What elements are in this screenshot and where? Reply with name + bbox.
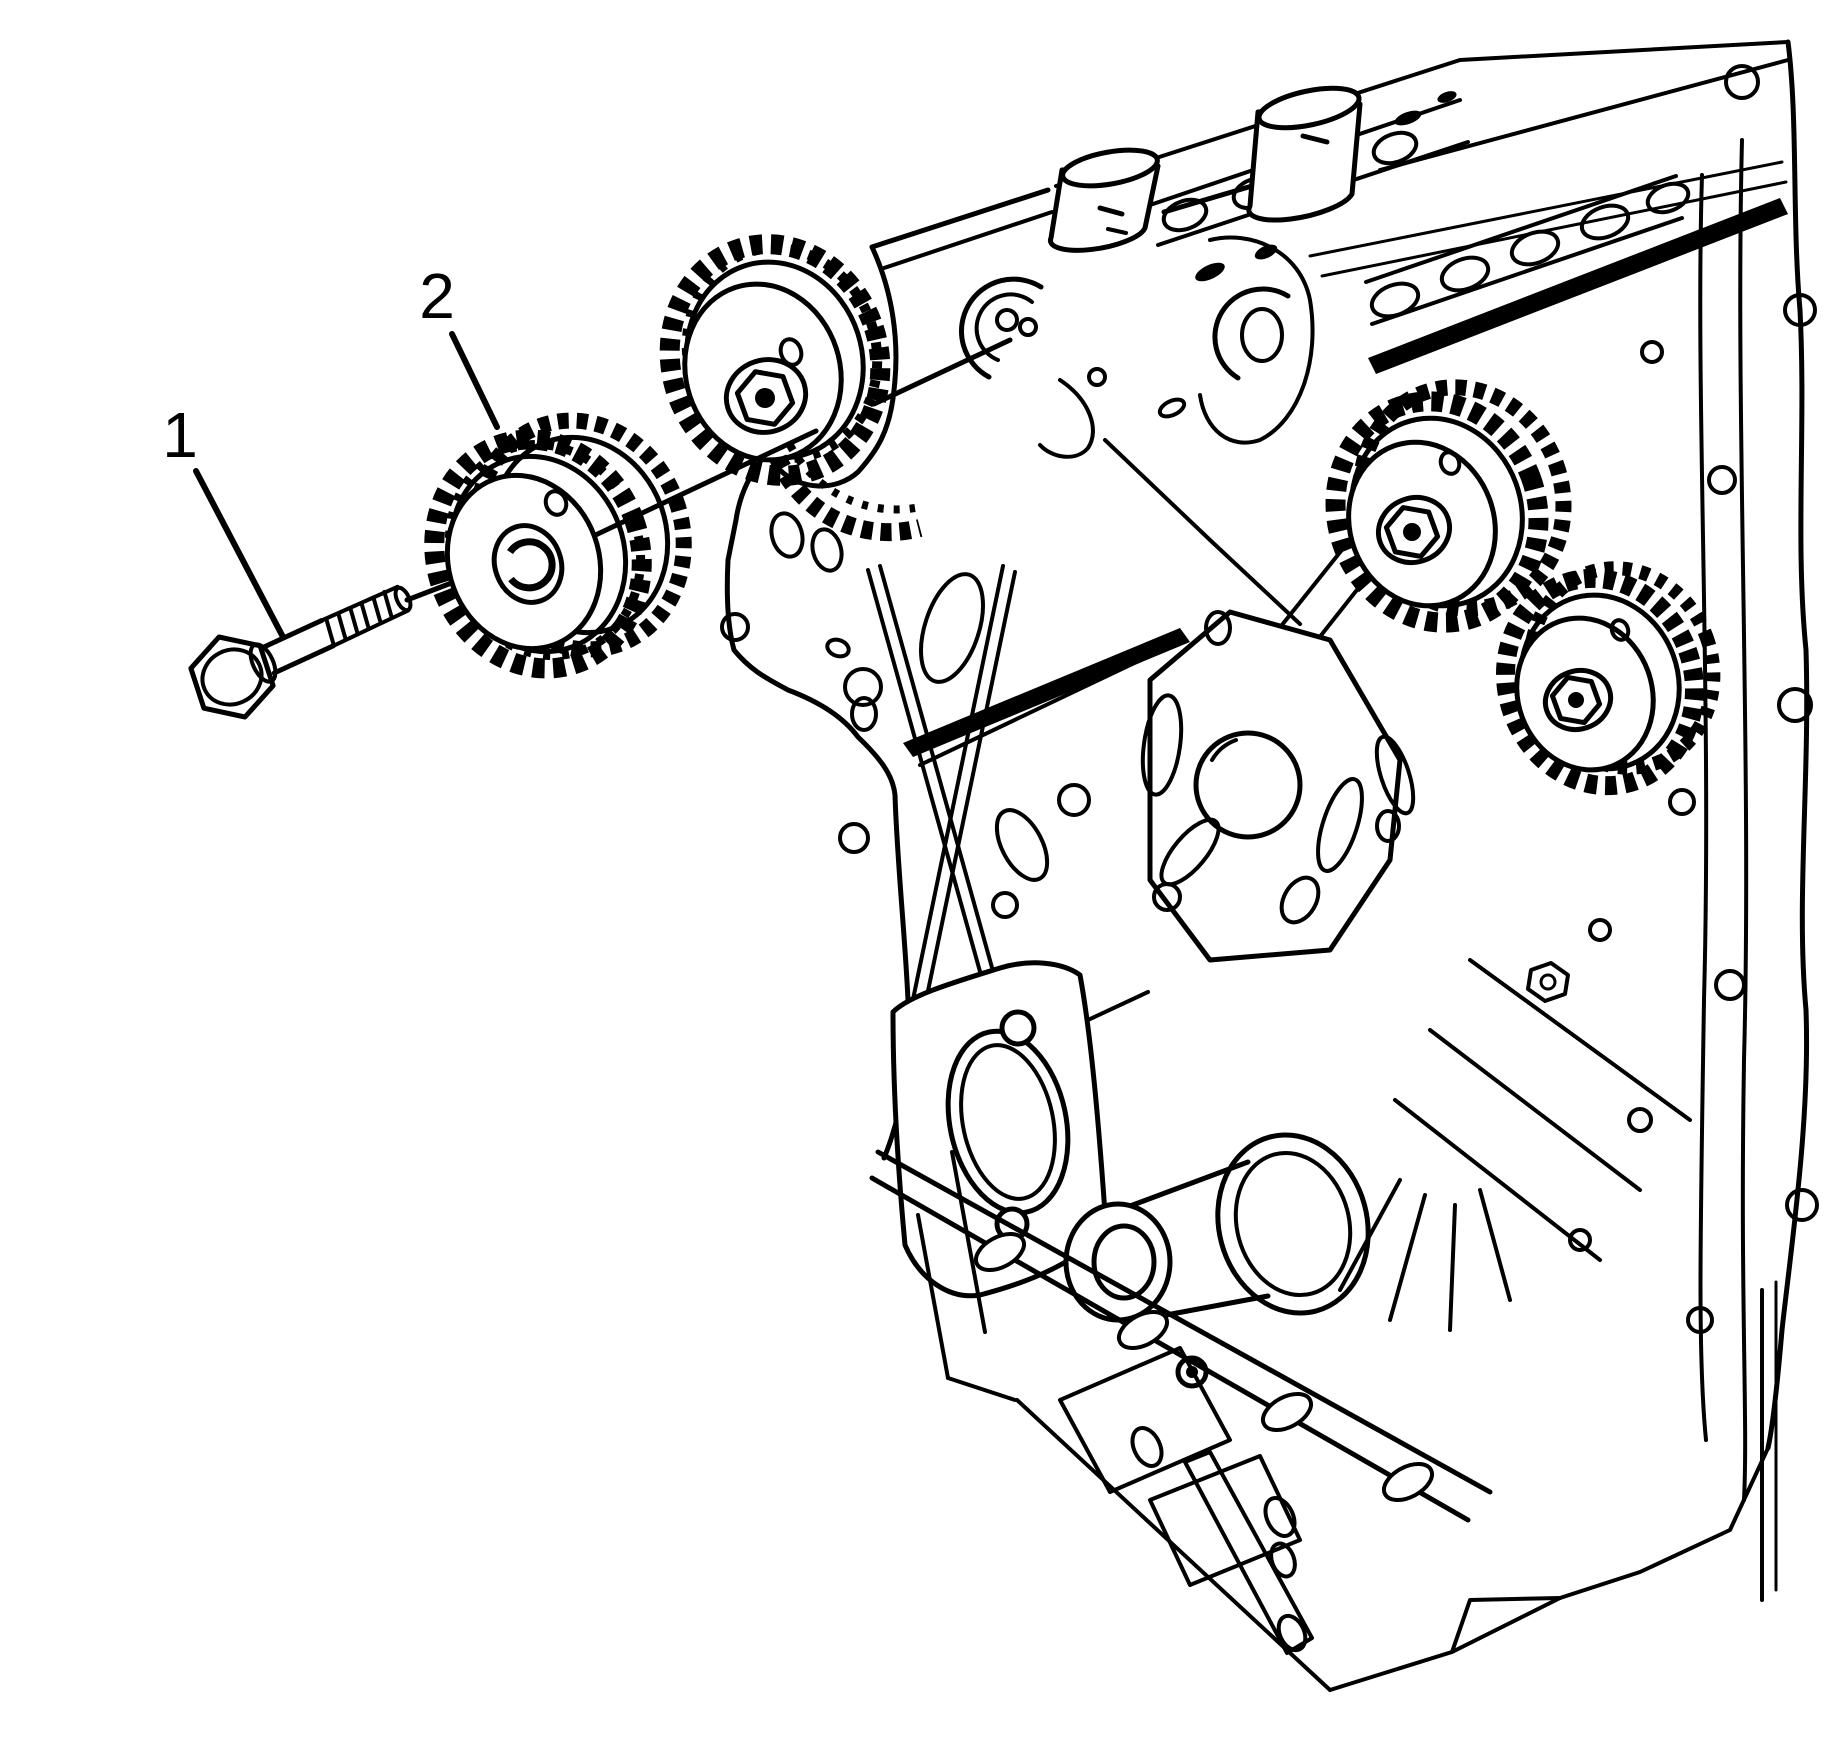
water-pump-assembly	[890, 960, 1512, 1389]
cover-legs	[916, 1150, 1017, 1402]
oil-pump-plate	[1140, 609, 1416, 963]
installed-actuator-upper-right	[1325, 379, 1572, 633]
leader-line-2	[449, 331, 500, 430]
sprocket-teeth	[1325, 391, 1549, 633]
block-bolt-holes	[1568, 64, 1819, 1334]
chain-guide-bar	[903, 628, 1190, 757]
block-hex-bolt	[1526, 961, 1570, 1003]
engine-block-right	[1328, 39, 1819, 1692]
hub-snap-ring	[507, 538, 556, 592]
coolant-port	[945, 1028, 1071, 1216]
cam-front-journal	[959, 276, 1187, 459]
engine-assembly	[659, 39, 1819, 1692]
installed-sprocket-left	[659, 234, 923, 542]
callouts: 1 2	[162, 260, 500, 640]
sprocket-teeth	[1496, 568, 1704, 796]
callout-label-1: 1	[162, 399, 198, 471]
oil-pan-rail	[869, 1149, 1562, 1692]
sprocket-bolt	[188, 584, 413, 720]
pan-brace	[1183, 1450, 1314, 1655]
leader-line-1	[193, 468, 286, 640]
sprocket-face	[444, 472, 604, 652]
bolt-threads	[324, 589, 394, 647]
callout-label-2: 2	[419, 260, 455, 332]
cam-sealing-caps	[1047, 85, 1363, 253]
pump-opening	[1193, 730, 1303, 840]
camshaft-sprocket-removed	[424, 412, 692, 679]
cylinder-head-left	[720, 244, 912, 1161]
pump-ribs	[1338, 1178, 1512, 1332]
sprocket-hub	[491, 523, 565, 605]
